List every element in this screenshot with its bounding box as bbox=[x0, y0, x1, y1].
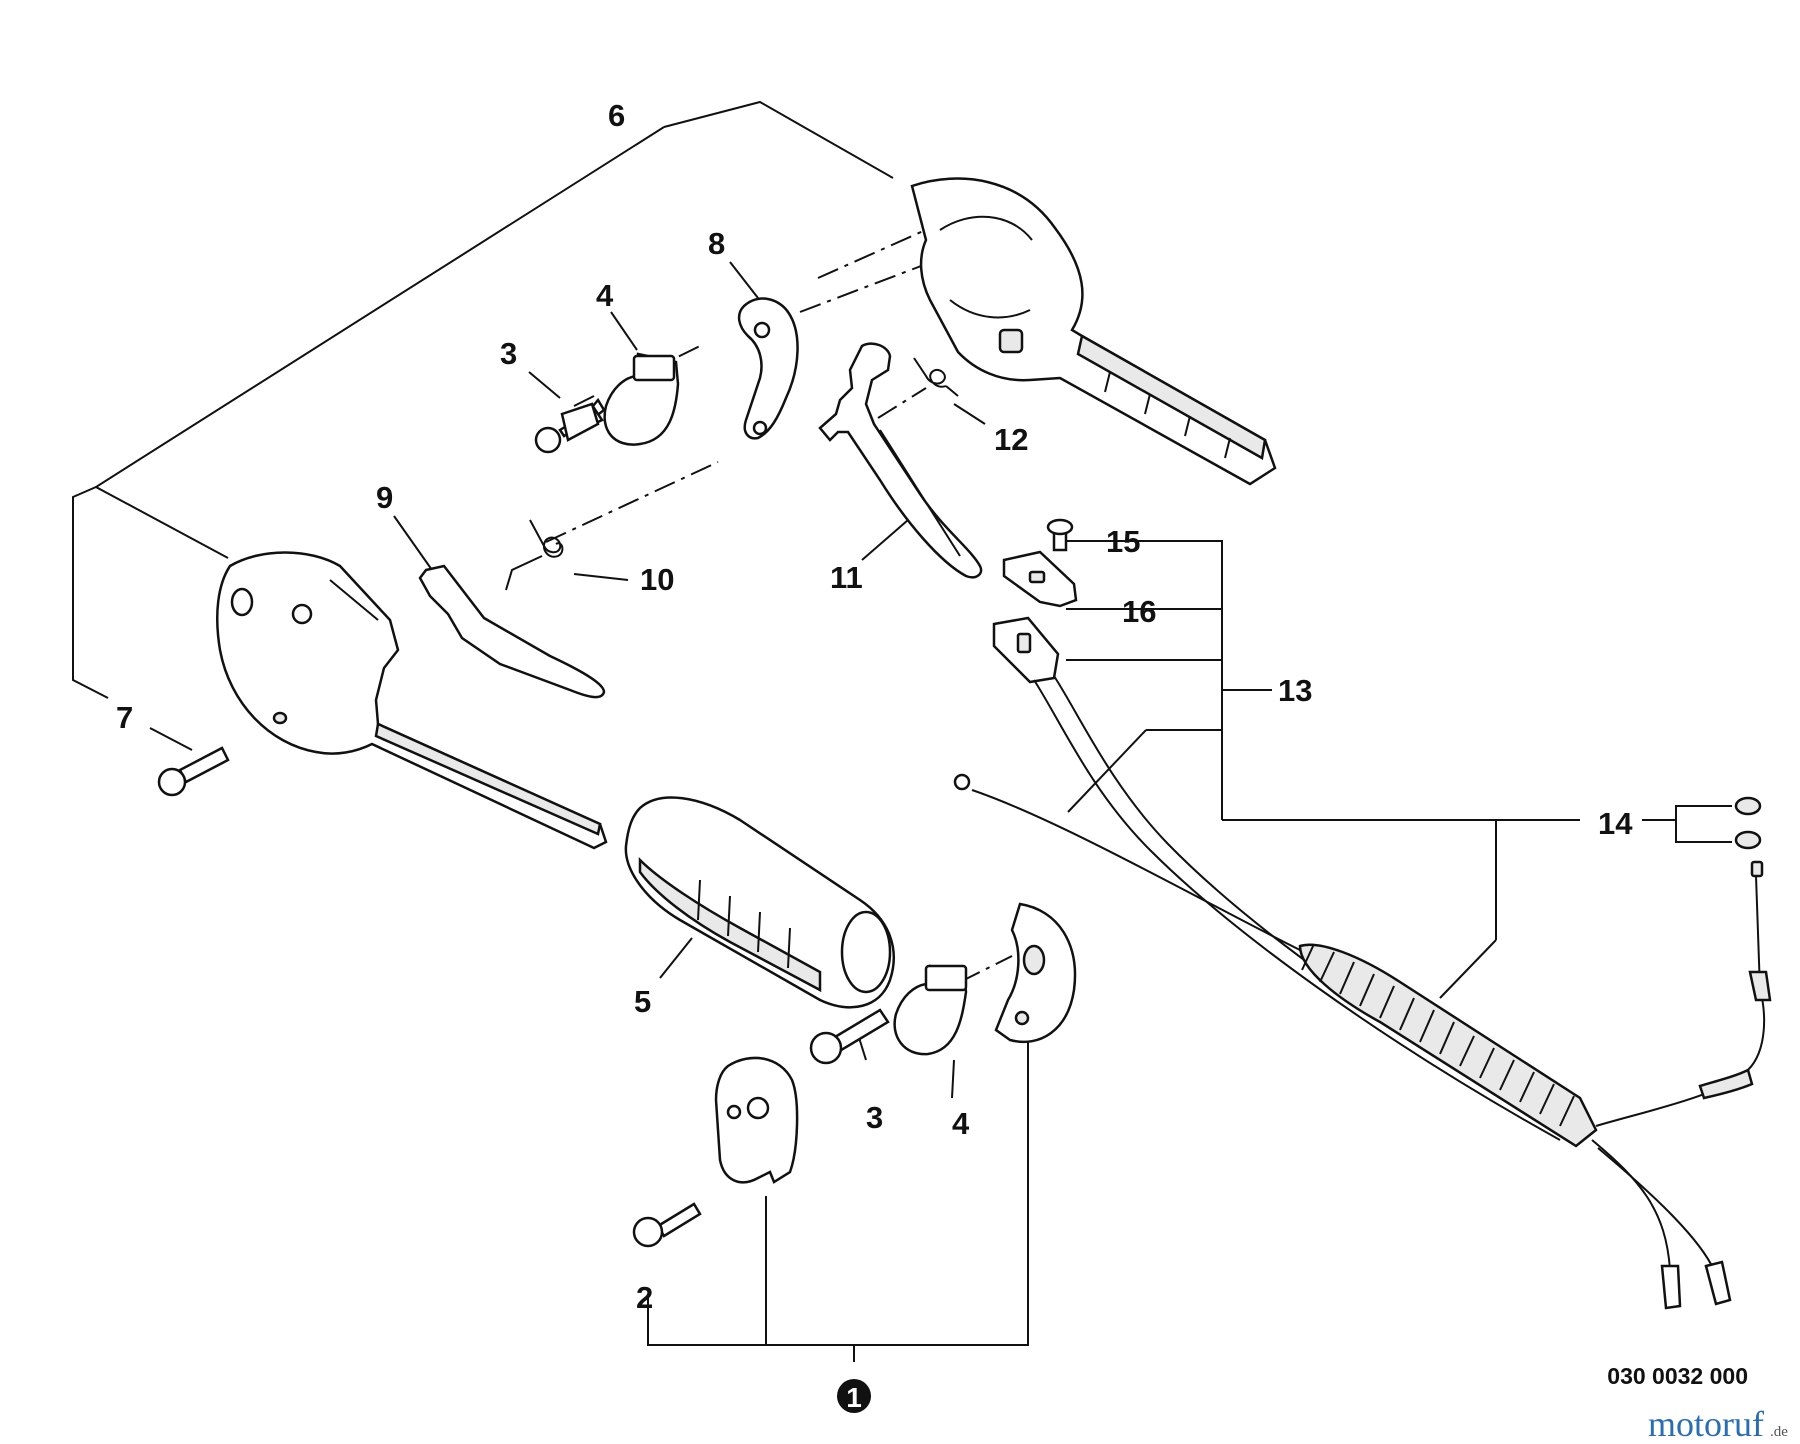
callout-13: 13 bbox=[1278, 673, 1312, 708]
callout-8: 8 bbox=[708, 226, 725, 261]
callout-10: 10 bbox=[640, 562, 674, 597]
screw-top bbox=[534, 395, 606, 454]
front-handle-housing bbox=[215, 551, 608, 850]
screw-bottom bbox=[809, 1008, 890, 1065]
nut-b bbox=[1734, 830, 1762, 850]
svg-text:1: 1 bbox=[846, 1382, 862, 1413]
callout-12: 12 bbox=[994, 422, 1028, 457]
callout-16: 16 bbox=[1122, 594, 1156, 629]
callout-3-top: 3 bbox=[500, 336, 517, 371]
cable-assembly bbox=[953, 675, 1772, 1310]
nut-a bbox=[1734, 796, 1762, 816]
spring-12 bbox=[913, 357, 959, 397]
svg-text:.de: .de bbox=[1770, 1424, 1788, 1440]
callout-5: 5 bbox=[634, 984, 651, 1019]
callout-11: 11 bbox=[830, 560, 863, 595]
diagram-code: 030 0032 000 bbox=[1607, 1363, 1748, 1389]
screw-15 bbox=[1046, 518, 1074, 552]
leader-lines bbox=[72, 100, 1732, 1362]
callout-4-bottom: 4 bbox=[952, 1106, 970, 1141]
screw-7 bbox=[157, 746, 230, 797]
rear-handle-housing bbox=[910, 177, 1277, 486]
callout-9: 9 bbox=[376, 480, 393, 515]
screw-2 bbox=[632, 1202, 702, 1248]
callout-3-bottom: 3 bbox=[866, 1100, 883, 1135]
callout-7: 7 bbox=[116, 700, 133, 735]
callout-4-top: 4 bbox=[596, 278, 614, 313]
svg-text:motoruf: motoruf bbox=[1648, 1404, 1764, 1444]
parts bbox=[157, 177, 1772, 1310]
callout-14: 14 bbox=[1598, 806, 1633, 841]
grip bbox=[624, 796, 895, 1009]
callouts: 6 8 4 3 12 9 10 11 15 16 13 7 14 5 3 4 2… bbox=[116, 98, 1633, 1413]
watermark-logo: motoruf .de bbox=[1648, 1404, 1788, 1444]
callout-15: 15 bbox=[1106, 524, 1140, 559]
callout-1: 1 bbox=[837, 1379, 871, 1413]
callout-6: 6 bbox=[608, 98, 625, 133]
spring-10 bbox=[505, 519, 564, 591]
callout-2: 2 bbox=[636, 1280, 653, 1315]
